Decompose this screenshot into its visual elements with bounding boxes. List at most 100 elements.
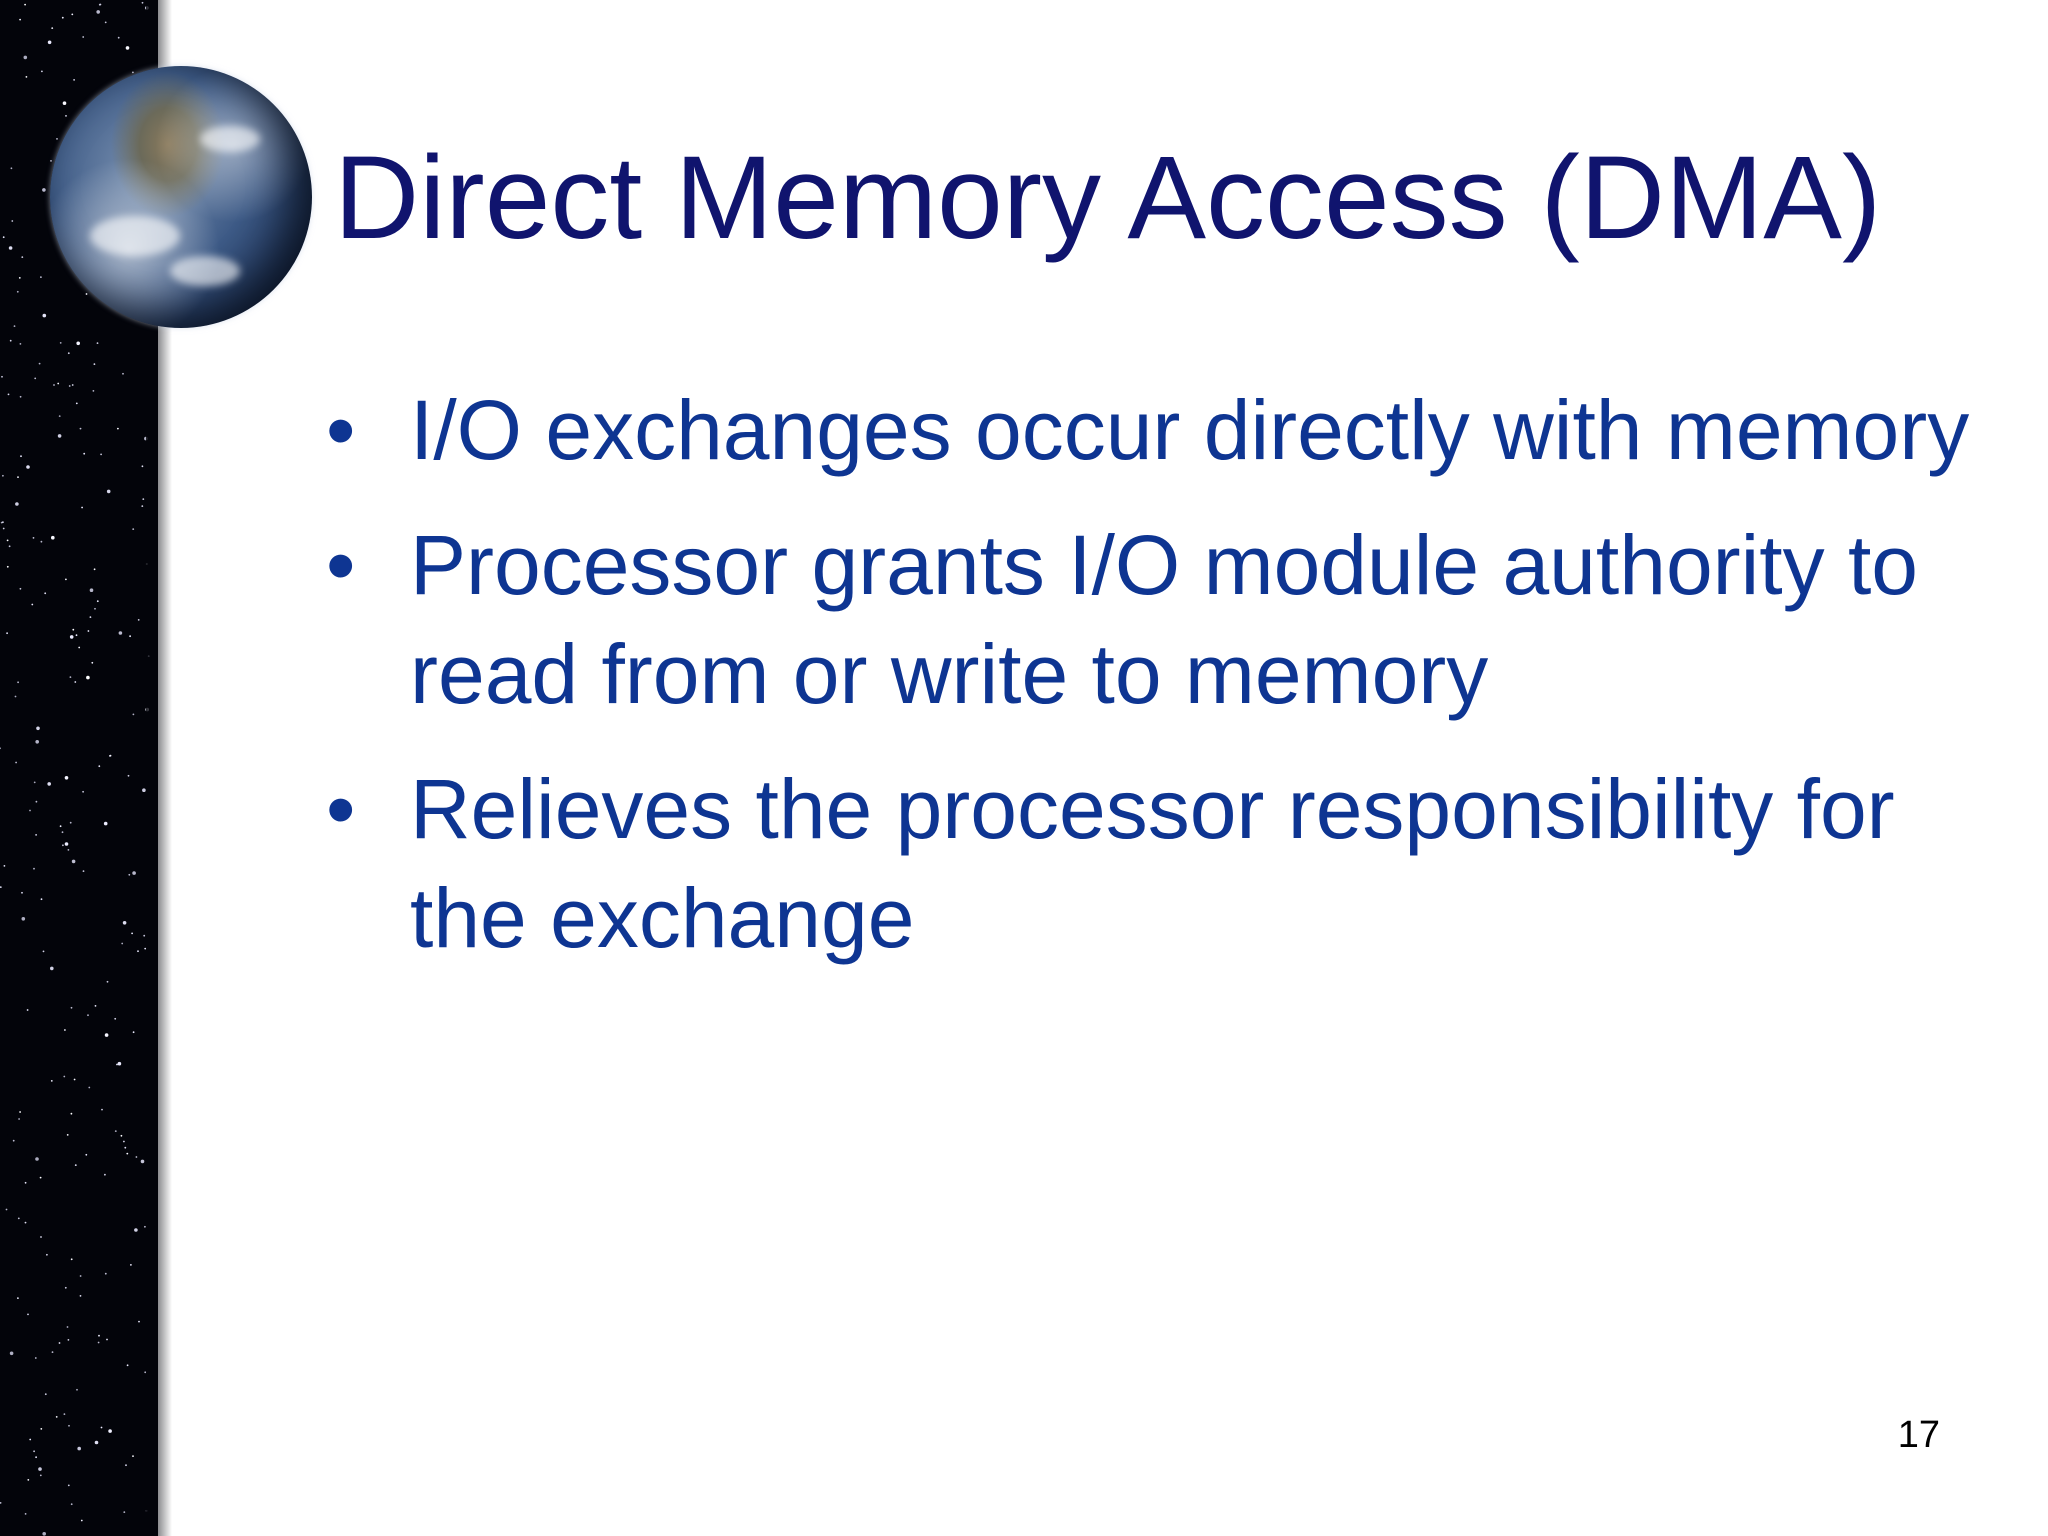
star bbox=[126, 1364, 129, 1367]
star bbox=[24, 1181, 27, 1184]
star bbox=[7, 393, 10, 396]
bullet-list: • I/O exchanges occur directly with memo… bbox=[326, 376, 2006, 999]
star bbox=[94, 1005, 97, 1007]
star bbox=[106, 1338, 108, 1341]
star bbox=[120, 1134, 123, 1137]
star bbox=[117, 36, 120, 39]
star bbox=[6, 565, 9, 568]
star bbox=[141, 505, 144, 507]
star bbox=[2, 474, 4, 477]
cloud-swirl bbox=[170, 256, 240, 286]
star bbox=[73, 1078, 76, 1081]
star bbox=[34, 377, 37, 380]
star bbox=[27, 1479, 30, 1481]
star bbox=[96, 342, 99, 344]
star bbox=[42, 313, 47, 318]
star bbox=[100, 453, 102, 456]
star bbox=[116, 1063, 118, 1066]
star bbox=[19, 587, 22, 590]
star bbox=[143, 934, 146, 937]
bullet-item: • Processor grants I/O module authority … bbox=[326, 511, 2006, 729]
star bbox=[101, 1108, 103, 1111]
star bbox=[114, 1130, 117, 1132]
star bbox=[132, 871, 136, 875]
star bbox=[29, 1438, 32, 1441]
star bbox=[94, 607, 96, 610]
bullet-text: I/O exchanges occur directly with memory bbox=[410, 383, 1970, 477]
star bbox=[50, 160, 52, 162]
star bbox=[15, 761, 17, 764]
star bbox=[124, 1146, 127, 1149]
star bbox=[40, 1236, 42, 1238]
star bbox=[50, 1080, 53, 1082]
star bbox=[47, 40, 52, 45]
star bbox=[128, 873, 131, 876]
star bbox=[98, 765, 101, 768]
star bbox=[132, 528, 135, 530]
star bbox=[63, 1413, 66, 1415]
star bbox=[57, 382, 60, 385]
star bbox=[35, 1456, 37, 1459]
star bbox=[19, 1111, 21, 1113]
star bbox=[42, 188, 46, 192]
star bbox=[35, 740, 39, 744]
star bbox=[104, 1173, 106, 1176]
star bbox=[76, 341, 80, 346]
star bbox=[51, 1351, 54, 1353]
star bbox=[71, 13, 74, 16]
star bbox=[82, 36, 85, 38]
star bbox=[55, 1416, 58, 1418]
star bbox=[19, 343, 22, 345]
bullet-item: • I/O exchanges occur directly with memo… bbox=[326, 376, 2006, 485]
star bbox=[92, 390, 95, 392]
star bbox=[62, 101, 67, 105]
star bbox=[78, 646, 81, 649]
star bbox=[67, 352, 70, 355]
star bbox=[24, 1221, 27, 1224]
star bbox=[135, 1156, 138, 1158]
slide-title: Direct Memory Access (DMA) bbox=[334, 132, 1882, 264]
star bbox=[100, 1426, 103, 1429]
star bbox=[93, 568, 96, 571]
star bbox=[85, 293, 88, 295]
star bbox=[82, 790, 84, 793]
star bbox=[74, 1164, 77, 1166]
star bbox=[62, 844, 64, 847]
star bbox=[39, 1474, 42, 1477]
star bbox=[38, 362, 41, 365]
star bbox=[8, 246, 13, 250]
star bbox=[121, 942, 124, 945]
star bbox=[33, 1450, 35, 1453]
star bbox=[24, 1513, 27, 1515]
star bbox=[61, 16, 64, 19]
cloud-swirl bbox=[90, 216, 180, 256]
star bbox=[65, 578, 67, 581]
star bbox=[0, 886, 2, 888]
star bbox=[131, 932, 134, 935]
bullet-icon: • bbox=[326, 518, 356, 612]
star bbox=[94, 1440, 99, 1445]
star bbox=[123, 1511, 126, 1513]
star bbox=[9, 1351, 14, 1356]
star bbox=[76, 1388, 78, 1391]
star bbox=[125, 1464, 127, 1467]
star bbox=[118, 631, 123, 635]
star bbox=[96, 10, 100, 14]
star bbox=[64, 842, 69, 846]
star bbox=[72, 628, 75, 631]
star bbox=[6, 632, 8, 635]
star bbox=[17, 681, 19, 684]
star bbox=[103, 821, 108, 826]
star bbox=[137, 619, 140, 621]
star bbox=[17, 476, 19, 478]
star bbox=[53, 384, 55, 386]
star bbox=[138, 1320, 140, 1323]
star bbox=[79, 427, 82, 430]
star bbox=[20, 455, 22, 458]
star bbox=[42, 950, 45, 953]
star bbox=[132, 1455, 134, 1457]
star bbox=[17, 1217, 20, 1220]
star bbox=[66, 1326, 69, 1328]
star bbox=[142, 498, 145, 500]
